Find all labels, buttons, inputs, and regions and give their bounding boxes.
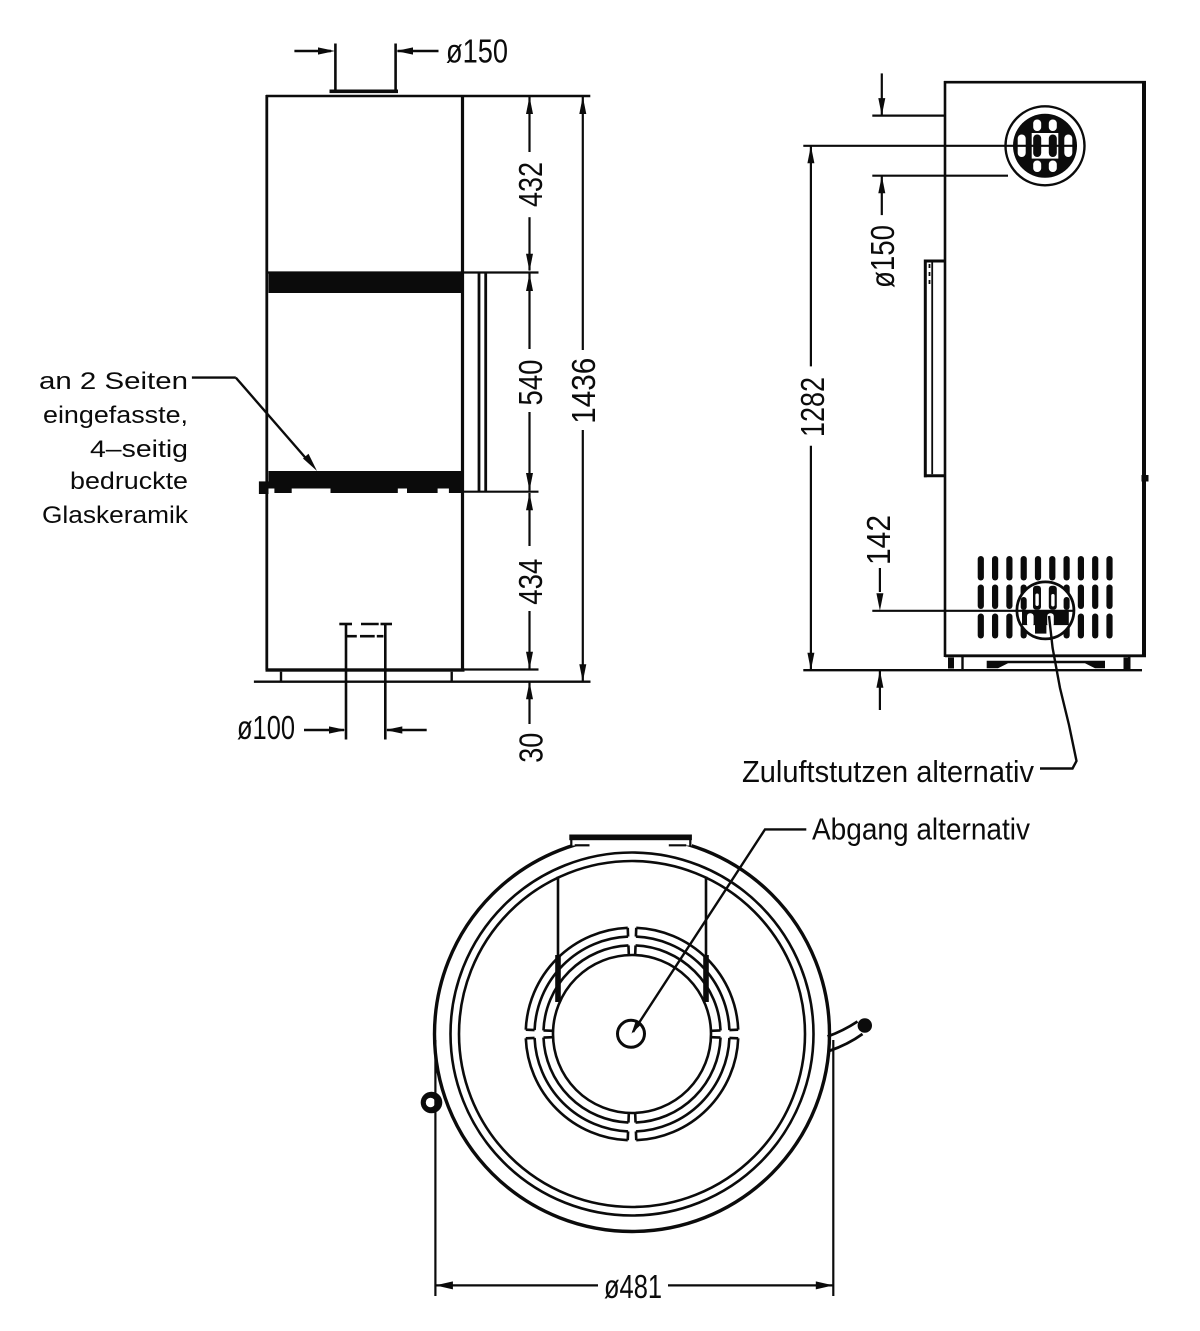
svg-text:ø481: ø481 xyxy=(604,1269,662,1306)
svg-text:1282: 1282 xyxy=(795,377,832,437)
svg-text:540: 540 xyxy=(513,360,550,406)
svg-text:eingefasste,: eingefasste, xyxy=(43,402,188,429)
svg-text:4–seitig: 4–seitig xyxy=(90,436,188,463)
svg-text:bedruckte: bedruckte xyxy=(70,468,188,495)
svg-text:30: 30 xyxy=(514,733,551,763)
svg-text:Abgang alternativ: Abgang alternativ xyxy=(812,812,1030,847)
svg-text:142: 142 xyxy=(861,515,898,565)
svg-text:434: 434 xyxy=(513,559,550,605)
svg-text:an 2 Seiten: an 2 Seiten xyxy=(39,368,188,395)
svg-text:ø100: ø100 xyxy=(237,710,295,747)
svg-text:ø150: ø150 xyxy=(446,34,508,71)
svg-text:432: 432 xyxy=(513,162,550,207)
svg-text:1436: 1436 xyxy=(566,358,603,424)
svg-text:Zuluftstutzen alternativ: Zuluftstutzen alternativ xyxy=(742,754,1034,789)
svg-text:ø150: ø150 xyxy=(865,225,902,288)
svg-text:Glaskeramik: Glaskeramik xyxy=(42,502,189,529)
